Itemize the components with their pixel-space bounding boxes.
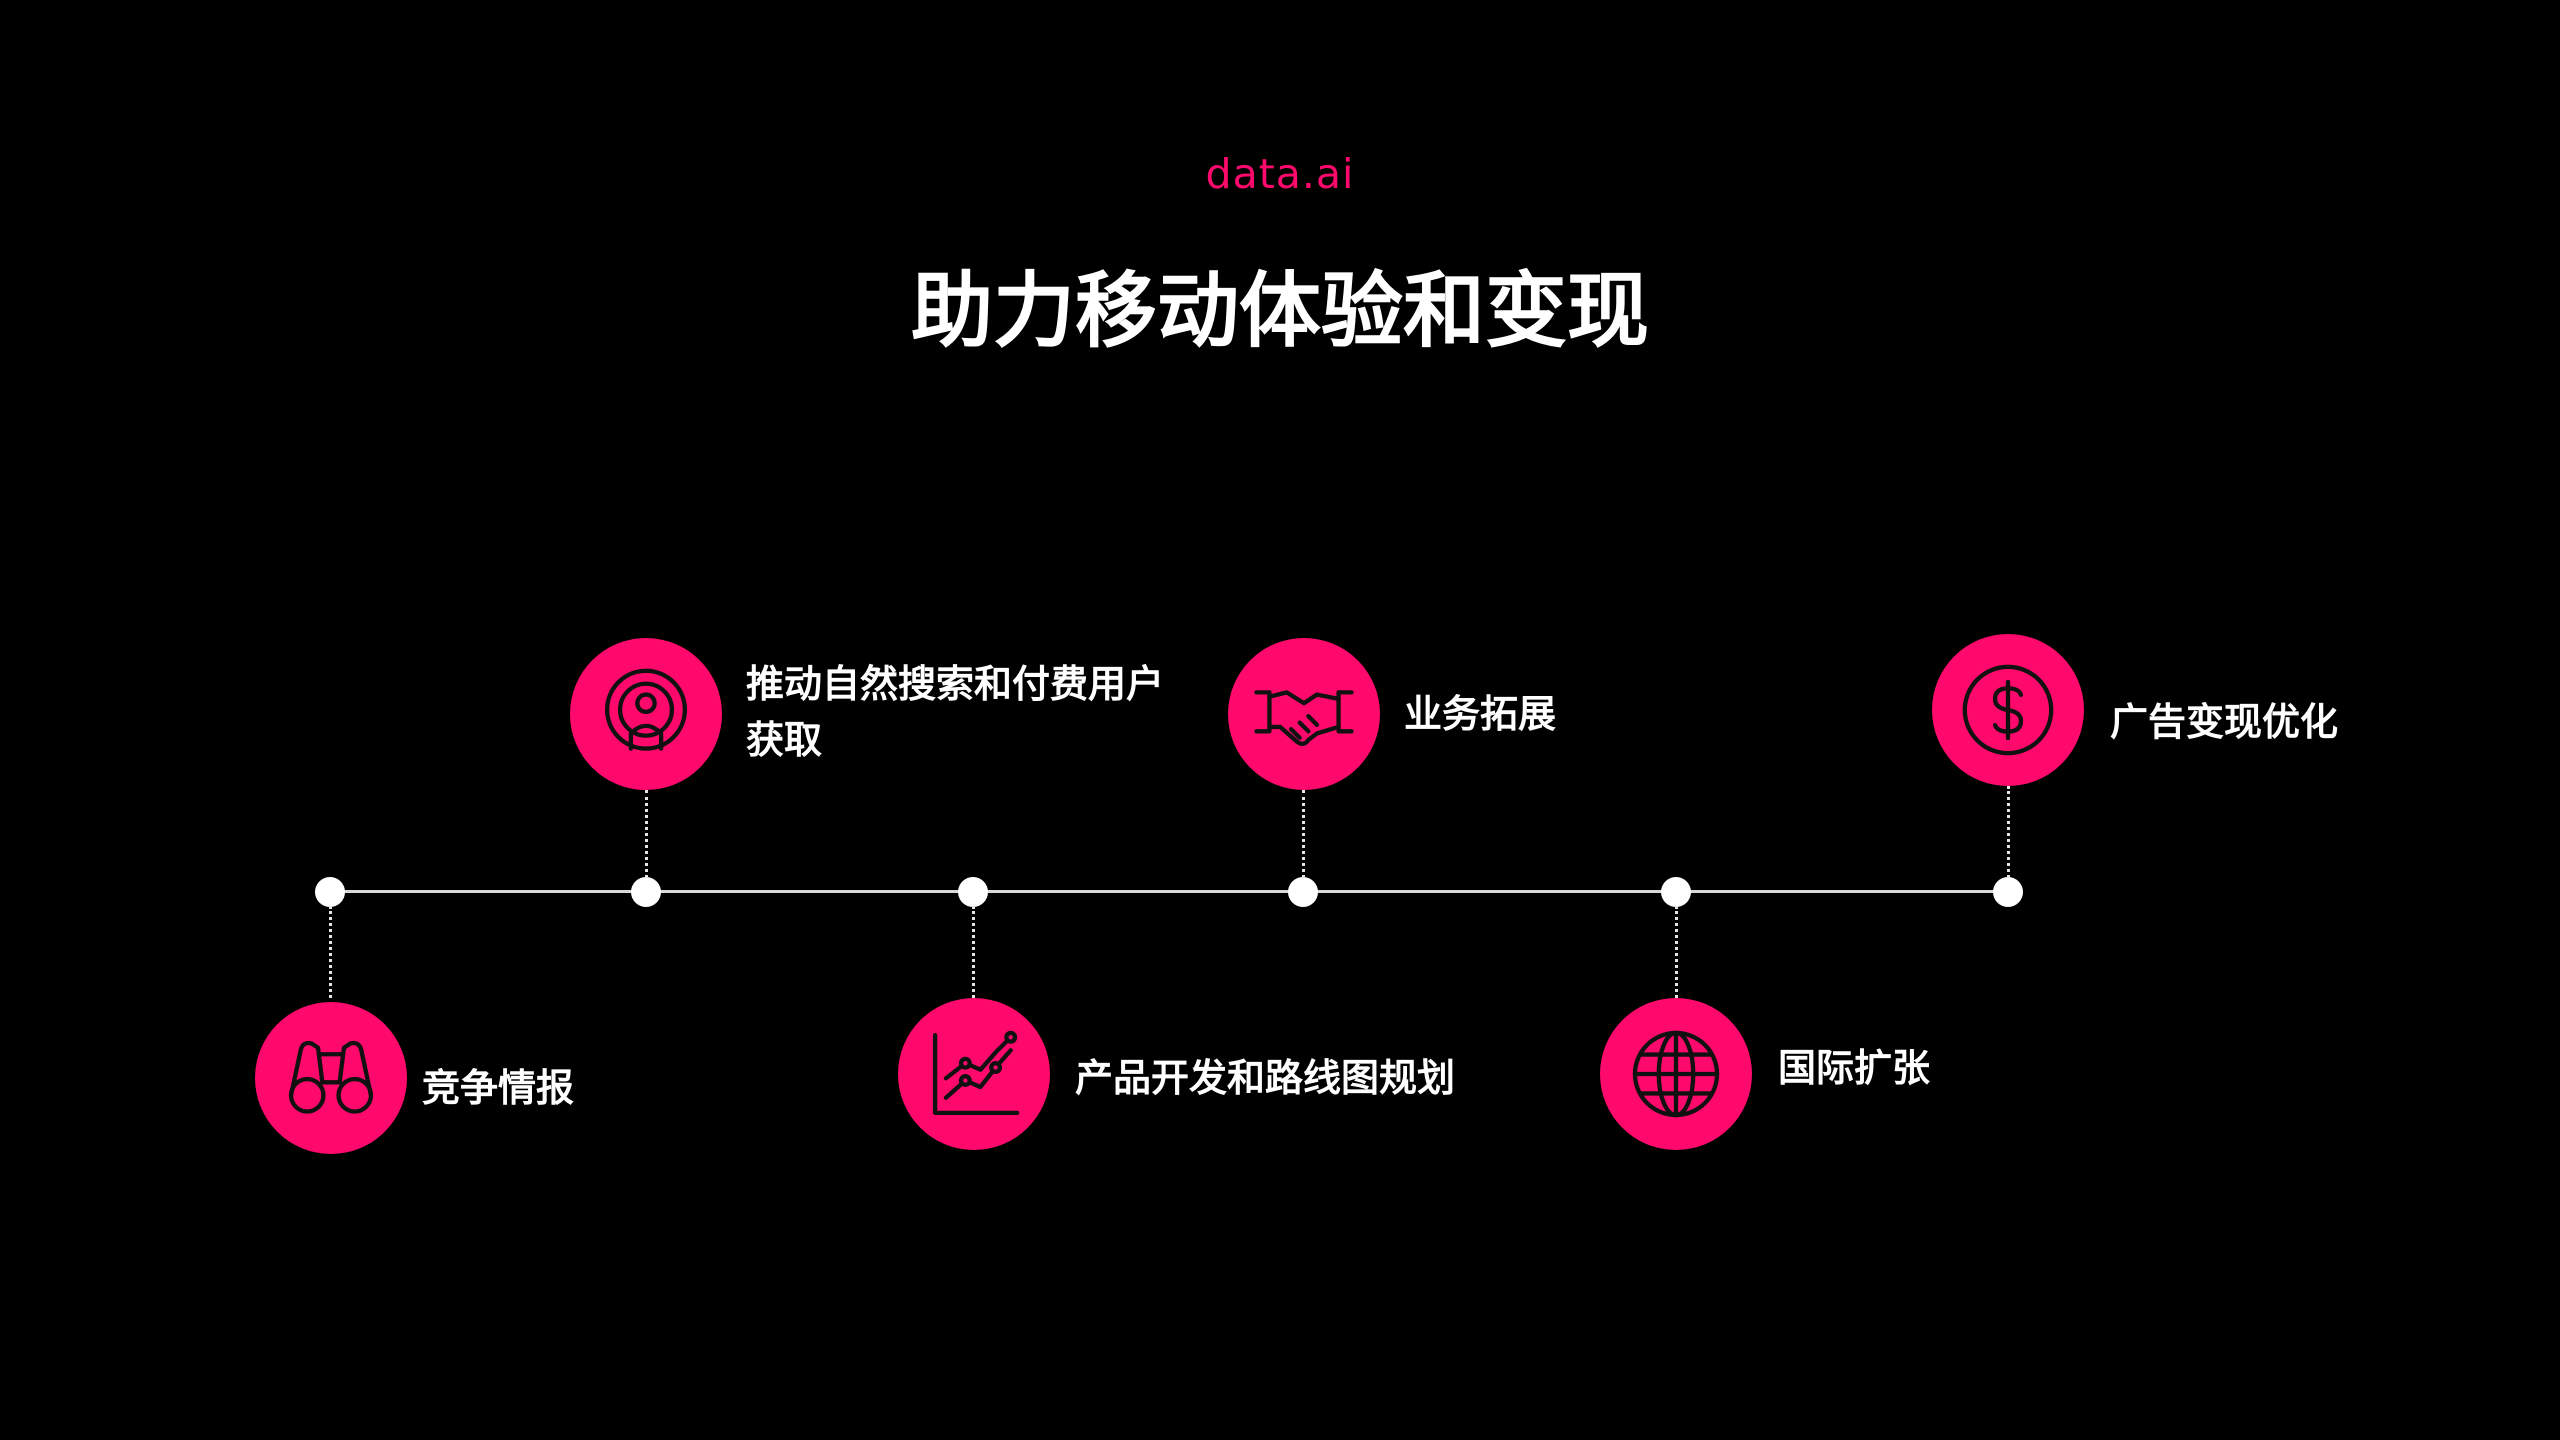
milestone-label: 业务拓展 [1404, 692, 1557, 736]
broadcast-user-icon [604, 668, 688, 751]
handshake-icon [1254, 690, 1354, 746]
timeline-connector [329, 906, 332, 998]
timeline-connector [972, 906, 975, 998]
milestone-business-dev [1228, 638, 1380, 790]
milestone-label: 推动自然搜索和付费用户 获取 [746, 656, 1164, 768]
timeline-connector [2007, 786, 2010, 878]
timeline-connector [1302, 790, 1305, 878]
milestone-label-line1: 推动自然搜索和付费用户 [746, 662, 1165, 706]
timeline-connector [1675, 906, 1678, 998]
milestone-international [1600, 998, 1752, 1150]
milestone-competitive-intel [255, 1002, 407, 1154]
line-chart-icon [932, 1030, 1020, 1116]
milestone-label: 竞争情报 [422, 1066, 575, 1110]
timeline-line [330, 890, 2008, 893]
milestone-ad-monetization [1932, 634, 2084, 786]
timeline-dot [1288, 877, 1318, 907]
timeline-dot [958, 877, 988, 907]
milestone-label: 广告变现优化 [2110, 700, 2339, 744]
milestone-user-acquisition [570, 638, 722, 790]
page-title: 助力移动体验和变现 [910, 264, 1649, 359]
binoculars-icon [288, 1040, 374, 1114]
milestone-label: 国际扩张 [1778, 1046, 1931, 1090]
timeline-connector [645, 790, 648, 878]
timeline-dot [1661, 877, 1691, 907]
timeline-dot [1993, 877, 2023, 907]
timeline-dot [315, 877, 345, 907]
timeline-dot [631, 877, 661, 907]
milestone-label-line2: 获取 [746, 718, 823, 762]
milestone-label: 产品开发和路线图规划 [1075, 1056, 1456, 1100]
brand-logo: data.ai [1205, 150, 1355, 198]
milestone-product-roadmap [898, 998, 1050, 1150]
globe-icon [1632, 1030, 1720, 1118]
dollar-icon [1962, 664, 2054, 756]
